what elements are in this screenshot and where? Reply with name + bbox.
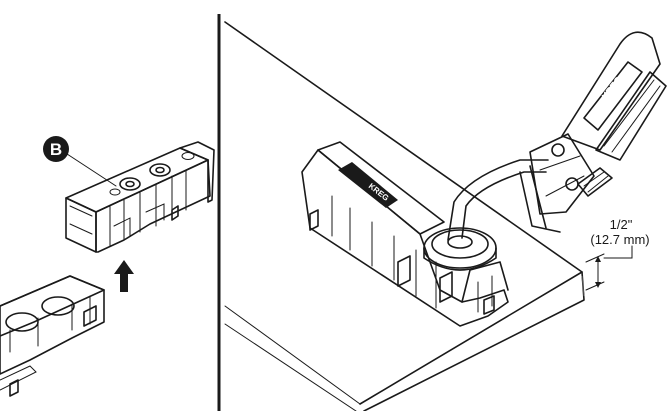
left-panel: B (0, 136, 215, 397)
clamp-brand-on-handle: KREG (600, 75, 624, 102)
dimension-imperial: 1/2" (610, 217, 633, 232)
thickness-dimension: 1/2" (12.7 mm) (585, 217, 650, 291)
workpiece-board (224, 21, 585, 411)
callout-b: B (43, 136, 117, 187)
dimension-metric: (12.7 mm) (590, 232, 649, 247)
right-panel: KREG (224, 21, 667, 411)
clamp-pad (423, 227, 497, 271)
callout-letter: B (50, 140, 62, 159)
pocket-hole-jig: KREG (301, 141, 509, 327)
jig-base-unit (0, 275, 105, 397)
up-arrow-icon (114, 260, 134, 292)
drill-guide-block (65, 141, 215, 253)
toggle-clamp: KREG (447, 31, 667, 241)
